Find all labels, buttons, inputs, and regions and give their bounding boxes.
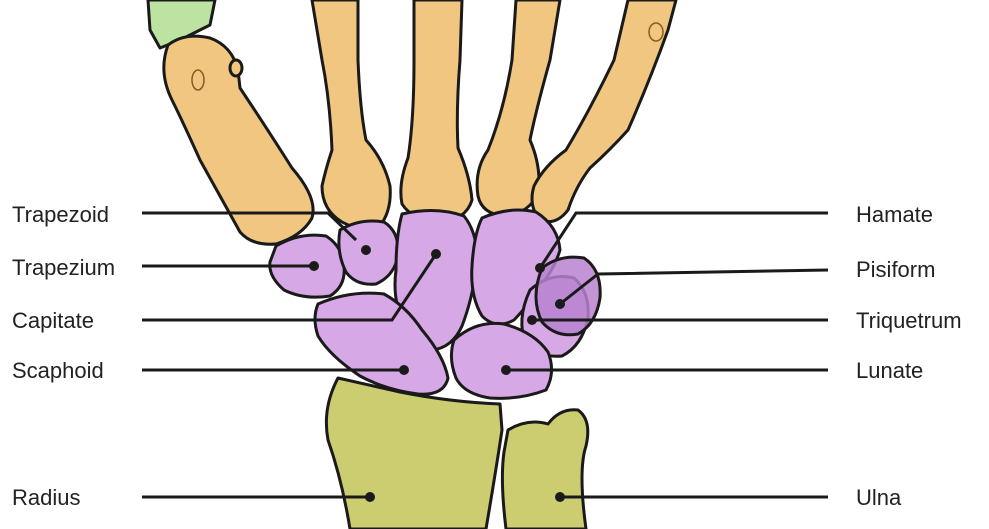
label-trapezium: Trapezium (12, 255, 115, 281)
ulna-dot (555, 492, 565, 502)
trapezium-dot (309, 261, 319, 271)
radius-bone (326, 378, 502, 529)
thumb-sesamoid (230, 60, 242, 76)
label-trapezoid: Trapezoid (12, 202, 109, 228)
label-radius: Radius (12, 485, 80, 511)
radius-dot (365, 492, 375, 502)
label-scaphoid: Scaphoid (12, 358, 104, 384)
lunate-dot (501, 365, 511, 375)
scaphoid-dot (399, 365, 409, 375)
trapezoid-dot (361, 245, 371, 255)
pisiform-dot (555, 299, 565, 309)
label-pisiform: Pisiform (856, 257, 935, 283)
ulna-bone (502, 410, 587, 529)
capitate-dot (431, 249, 441, 259)
index-metacarpal (312, 0, 390, 228)
hamate-dot (535, 263, 545, 273)
triquetrum-dot (527, 315, 537, 325)
label-ulna: Ulna (856, 485, 901, 511)
label-capitate: Capitate (12, 308, 94, 334)
label-hamate: Hamate (856, 202, 933, 228)
middle-metacarpal (401, 0, 472, 222)
label-triquetrum: Triquetrum (856, 308, 962, 334)
label-lunate: Lunate (856, 358, 923, 384)
